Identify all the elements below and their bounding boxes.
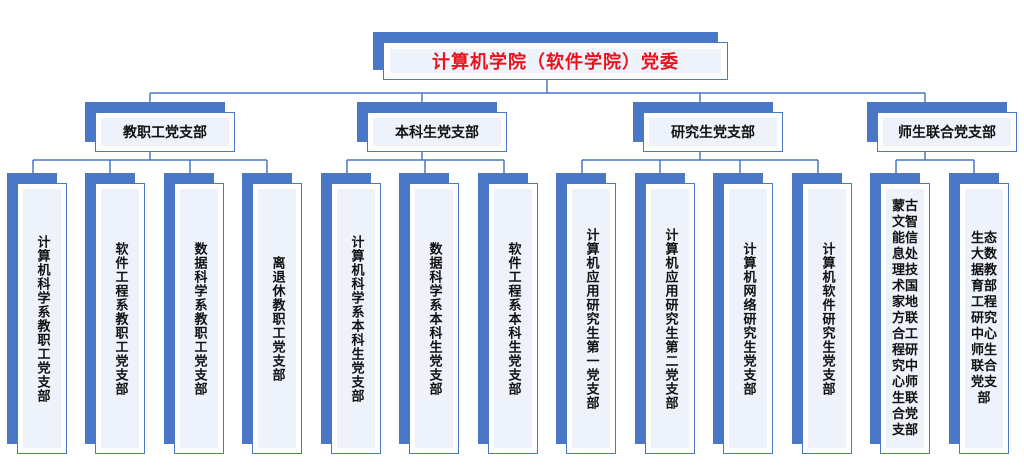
leaf-label: 计算机科学系本科生党支部	[348, 234, 364, 403]
leaf-label: 蒙古文智能信息处理技术国家地方联合工程研究中心师生联合党支部	[891, 198, 918, 438]
leaf-label: 生态大数据教育部工程研究中心师生联合党支部	[970, 230, 997, 406]
leaf-label: 离退休教职工党支部	[269, 255, 285, 382]
branch-label: 教职工党支部	[123, 125, 207, 141]
leaf-network-grad: 计算机网络研究生党支部	[713, 173, 773, 454]
connector-group-3	[581, 152, 819, 175]
leaf-ds-undergrad: 数据科学系本科生党支部	[399, 173, 459, 454]
leaf-se-undergrad: 软件工程系本科生党支部	[478, 173, 538, 454]
leaf-ecology-center: 生态大数据教育部工程研究中心师生联合党支部	[949, 173, 1009, 454]
leaf-cs-faculty: 计算机科学系教职工党支部	[7, 173, 67, 454]
root-title: 计算机学院（软件学院）党委	[432, 52, 679, 73]
branch-faculty: 教职工党支部	[85, 102, 235, 152]
connector-group-2	[346, 152, 505, 175]
leaf-label: 计算机软件研究生党支部	[819, 241, 835, 396]
leaf-label: 计算机应用研究生第一党支部	[583, 227, 599, 410]
branch-joint: 师生联合党支部	[867, 102, 1017, 152]
connector-group-4	[895, 152, 975, 175]
leaf-label: 数据科学系本科生党支部	[426, 241, 442, 396]
branch-graduate: 研究生党支部	[633, 102, 783, 152]
leaf-ca-grad-2: 计算机应用研究生第二党支部	[635, 173, 695, 454]
root-node: 计算机学院（软件学院）党委	[373, 32, 728, 80]
leaf-software-grad: 计算机软件研究生党支部	[792, 173, 852, 454]
leaf-label: 计算机应用研究生第二党支部	[662, 227, 678, 410]
leaf-label: 数据科学系教职工党支部	[191, 241, 207, 396]
branch-label: 师生联合党支部	[898, 125, 996, 141]
leaf-cs-undergrad: 计算机科学系本科生党支部	[321, 173, 381, 454]
leaf-label: 软件工程系本科生党支部	[505, 241, 521, 396]
leaf-ca-grad-1: 计算机应用研究生第一党支部	[556, 173, 616, 454]
leaf-retired: 离退休教职工党支部	[242, 173, 302, 454]
leaf-label: 软件工程系教职工党支部	[112, 241, 128, 396]
leaf-mongolian-center: 蒙古文智能信息处理技术国家地方联合工程研究中心师生联合党支部	[870, 173, 930, 454]
leaf-ds-faculty: 数据科学系教职工党支部	[164, 173, 224, 454]
branch-undergraduate: 本科生党支部	[357, 102, 507, 152]
connector-group-1	[32, 152, 268, 175]
leaf-label: 计算机网络研究生党支部	[740, 241, 756, 396]
branch-label: 本科生党支部	[395, 125, 479, 141]
branch-label: 研究生党支部	[671, 125, 755, 141]
leaf-label: 计算机科学系教职工党支部	[34, 234, 50, 403]
leaf-se-faculty: 软件工程系教职工党支部	[85, 173, 145, 454]
